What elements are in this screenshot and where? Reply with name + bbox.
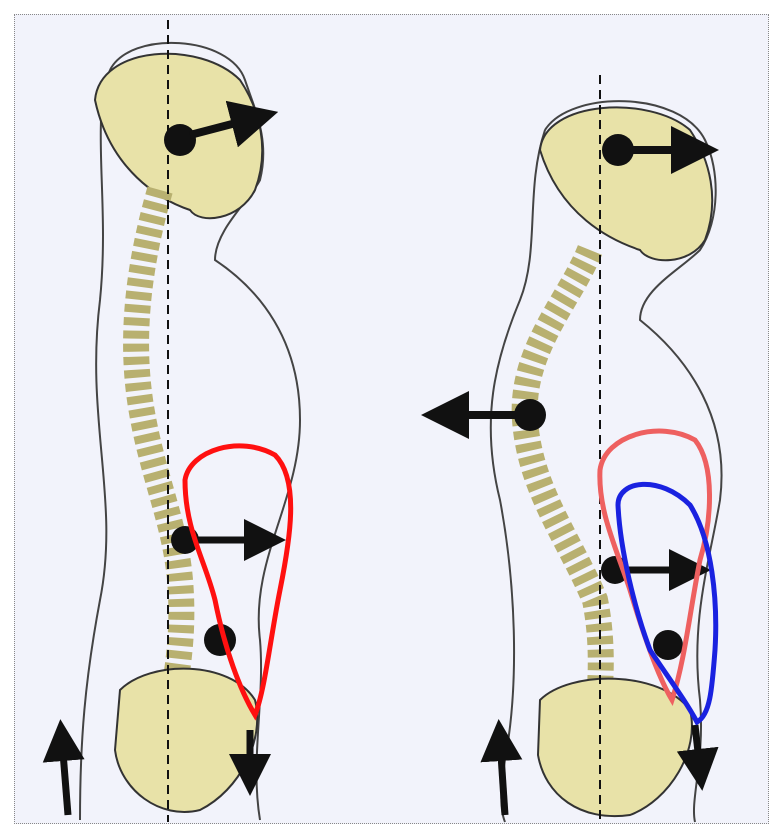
left-figure	[42, 20, 302, 822]
joint-marker	[514, 399, 546, 431]
abdomen-outline-red	[597, 428, 712, 706]
joint-marker	[602, 134, 634, 166]
spine	[511, 244, 614, 733]
right-figure	[421, 75, 723, 823]
spine	[123, 186, 195, 722]
abdomen-outline-blue	[615, 481, 719, 726]
joint-marker	[653, 630, 683, 660]
abdomen-outline-red	[182, 443, 294, 721]
arrow-down-icon	[676, 724, 719, 791]
skull	[538, 106, 714, 262]
arrow-right-icon	[188, 100, 279, 148]
pelvis	[113, 667, 259, 813]
arrow-up-icon	[480, 719, 523, 816]
joint-marker	[164, 124, 196, 156]
arrow-up-icon	[42, 719, 85, 816]
body-outline	[79, 41, 302, 821]
